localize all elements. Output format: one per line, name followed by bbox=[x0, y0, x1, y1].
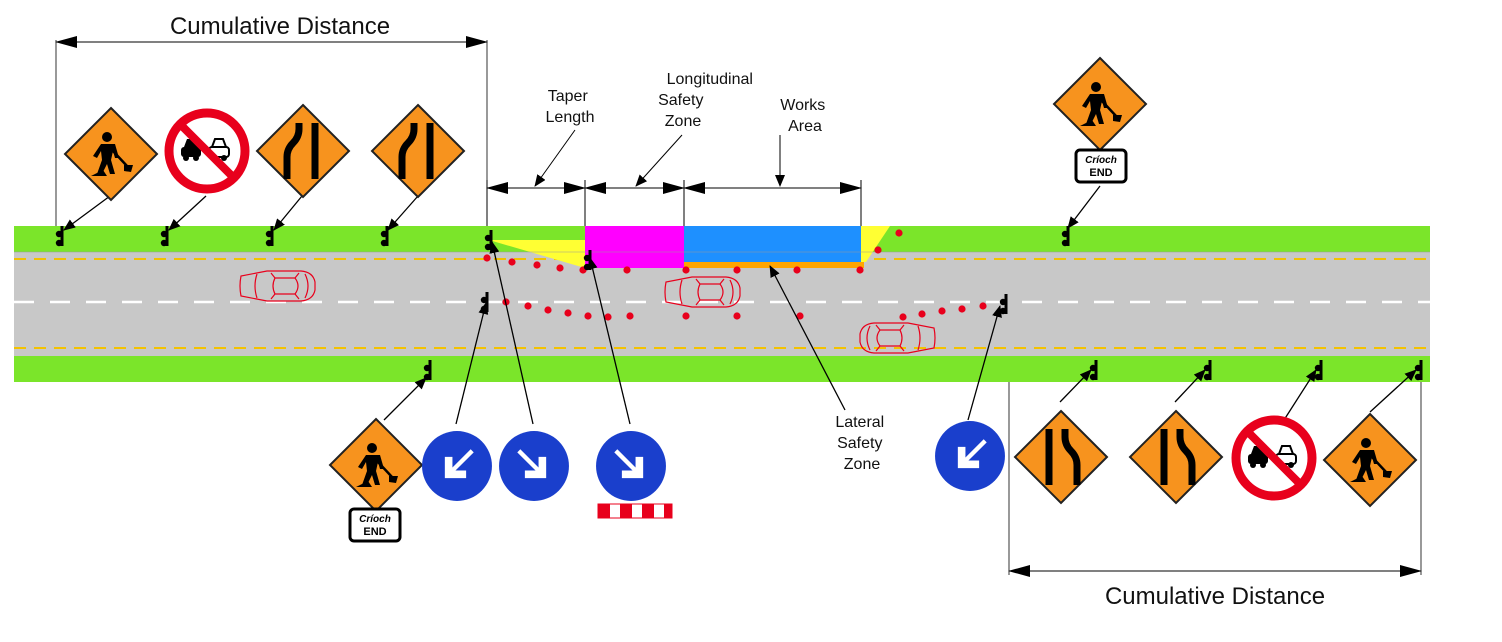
cone bbox=[979, 302, 987, 310]
cone bbox=[856, 266, 864, 274]
cone bbox=[899, 313, 907, 321]
cones bbox=[483, 229, 987, 321]
longitudinal-safety-zone-label: Longitudinal Safety Zone bbox=[658, 71, 757, 130]
roadworks-worker-icon bbox=[63, 106, 159, 202]
cone bbox=[938, 307, 946, 315]
cumulative-distance-label: Cumulative Distance bbox=[1105, 583, 1325, 610]
no-overtaking-icon bbox=[1236, 420, 1312, 496]
end-sign: Críoch END bbox=[1074, 148, 1128, 184]
cone bbox=[524, 302, 532, 310]
cumulative-distance-label: Cumulative Distance bbox=[170, 13, 390, 40]
lane-narrows-icon bbox=[1015, 411, 1107, 503]
cone bbox=[604, 313, 612, 321]
no-overtaking-icon bbox=[169, 113, 245, 189]
roadworks-worker-icon bbox=[328, 417, 424, 513]
cone bbox=[733, 312, 741, 320]
taper-length-label: Taper Length bbox=[546, 88, 595, 126]
cone bbox=[793, 266, 801, 274]
cone bbox=[733, 266, 741, 274]
roadworks-worker-icon bbox=[1322, 412, 1418, 508]
taper-zone bbox=[489, 240, 585, 268]
barrier-board bbox=[597, 503, 673, 519]
cone bbox=[682, 312, 690, 320]
svg-text:END: END bbox=[363, 526, 386, 538]
keep-right-arrow-icon bbox=[596, 431, 666, 501]
cone bbox=[556, 264, 564, 272]
cumulative-distance-top: Cumulative Distance bbox=[55, 13, 488, 226]
keep-left-arrow-icon bbox=[422, 431, 492, 501]
cone bbox=[564, 309, 572, 317]
cone bbox=[918, 310, 926, 318]
cone bbox=[483, 254, 491, 262]
works-area-label: Works Area bbox=[780, 97, 830, 135]
lane-narrows-icon bbox=[1130, 411, 1222, 503]
roadworks-worker-icon bbox=[1052, 56, 1148, 152]
lateral-safety-zone bbox=[684, 262, 864, 268]
keep-left-arrow-icon bbox=[935, 421, 1005, 491]
svg-text:END: END bbox=[1089, 167, 1112, 179]
south-verge bbox=[14, 356, 1430, 382]
cone bbox=[533, 261, 541, 269]
cone bbox=[584, 312, 592, 320]
keep-right-arrow-icon bbox=[499, 431, 569, 501]
cone bbox=[508, 258, 516, 266]
carriageway bbox=[14, 252, 1430, 356]
lane-narrows-icon bbox=[257, 105, 349, 197]
svg-text:Críoch: Críoch bbox=[359, 514, 391, 525]
lateral-safety-zone-label: Lateral Safety Zone bbox=[835, 414, 888, 473]
cone bbox=[544, 306, 552, 314]
zone-dimensions bbox=[486, 129, 862, 226]
leader-lines bbox=[63, 185, 1417, 425]
cone bbox=[874, 246, 882, 254]
cone bbox=[623, 266, 631, 274]
cone bbox=[682, 266, 690, 274]
end-sign: Críoch END bbox=[348, 507, 402, 543]
lane-narrows-icon bbox=[372, 105, 464, 197]
exit-taper-zone bbox=[861, 226, 890, 262]
cone bbox=[796, 312, 804, 320]
works-area bbox=[684, 226, 861, 262]
cone bbox=[895, 229, 903, 237]
longitudinal-safety-zone bbox=[585, 226, 684, 268]
svg-text:Críoch: Críoch bbox=[1085, 155, 1117, 166]
cone bbox=[958, 305, 966, 313]
cumulative-distance-bottom: Cumulative Distance bbox=[1008, 382, 1422, 610]
cone bbox=[626, 312, 634, 320]
